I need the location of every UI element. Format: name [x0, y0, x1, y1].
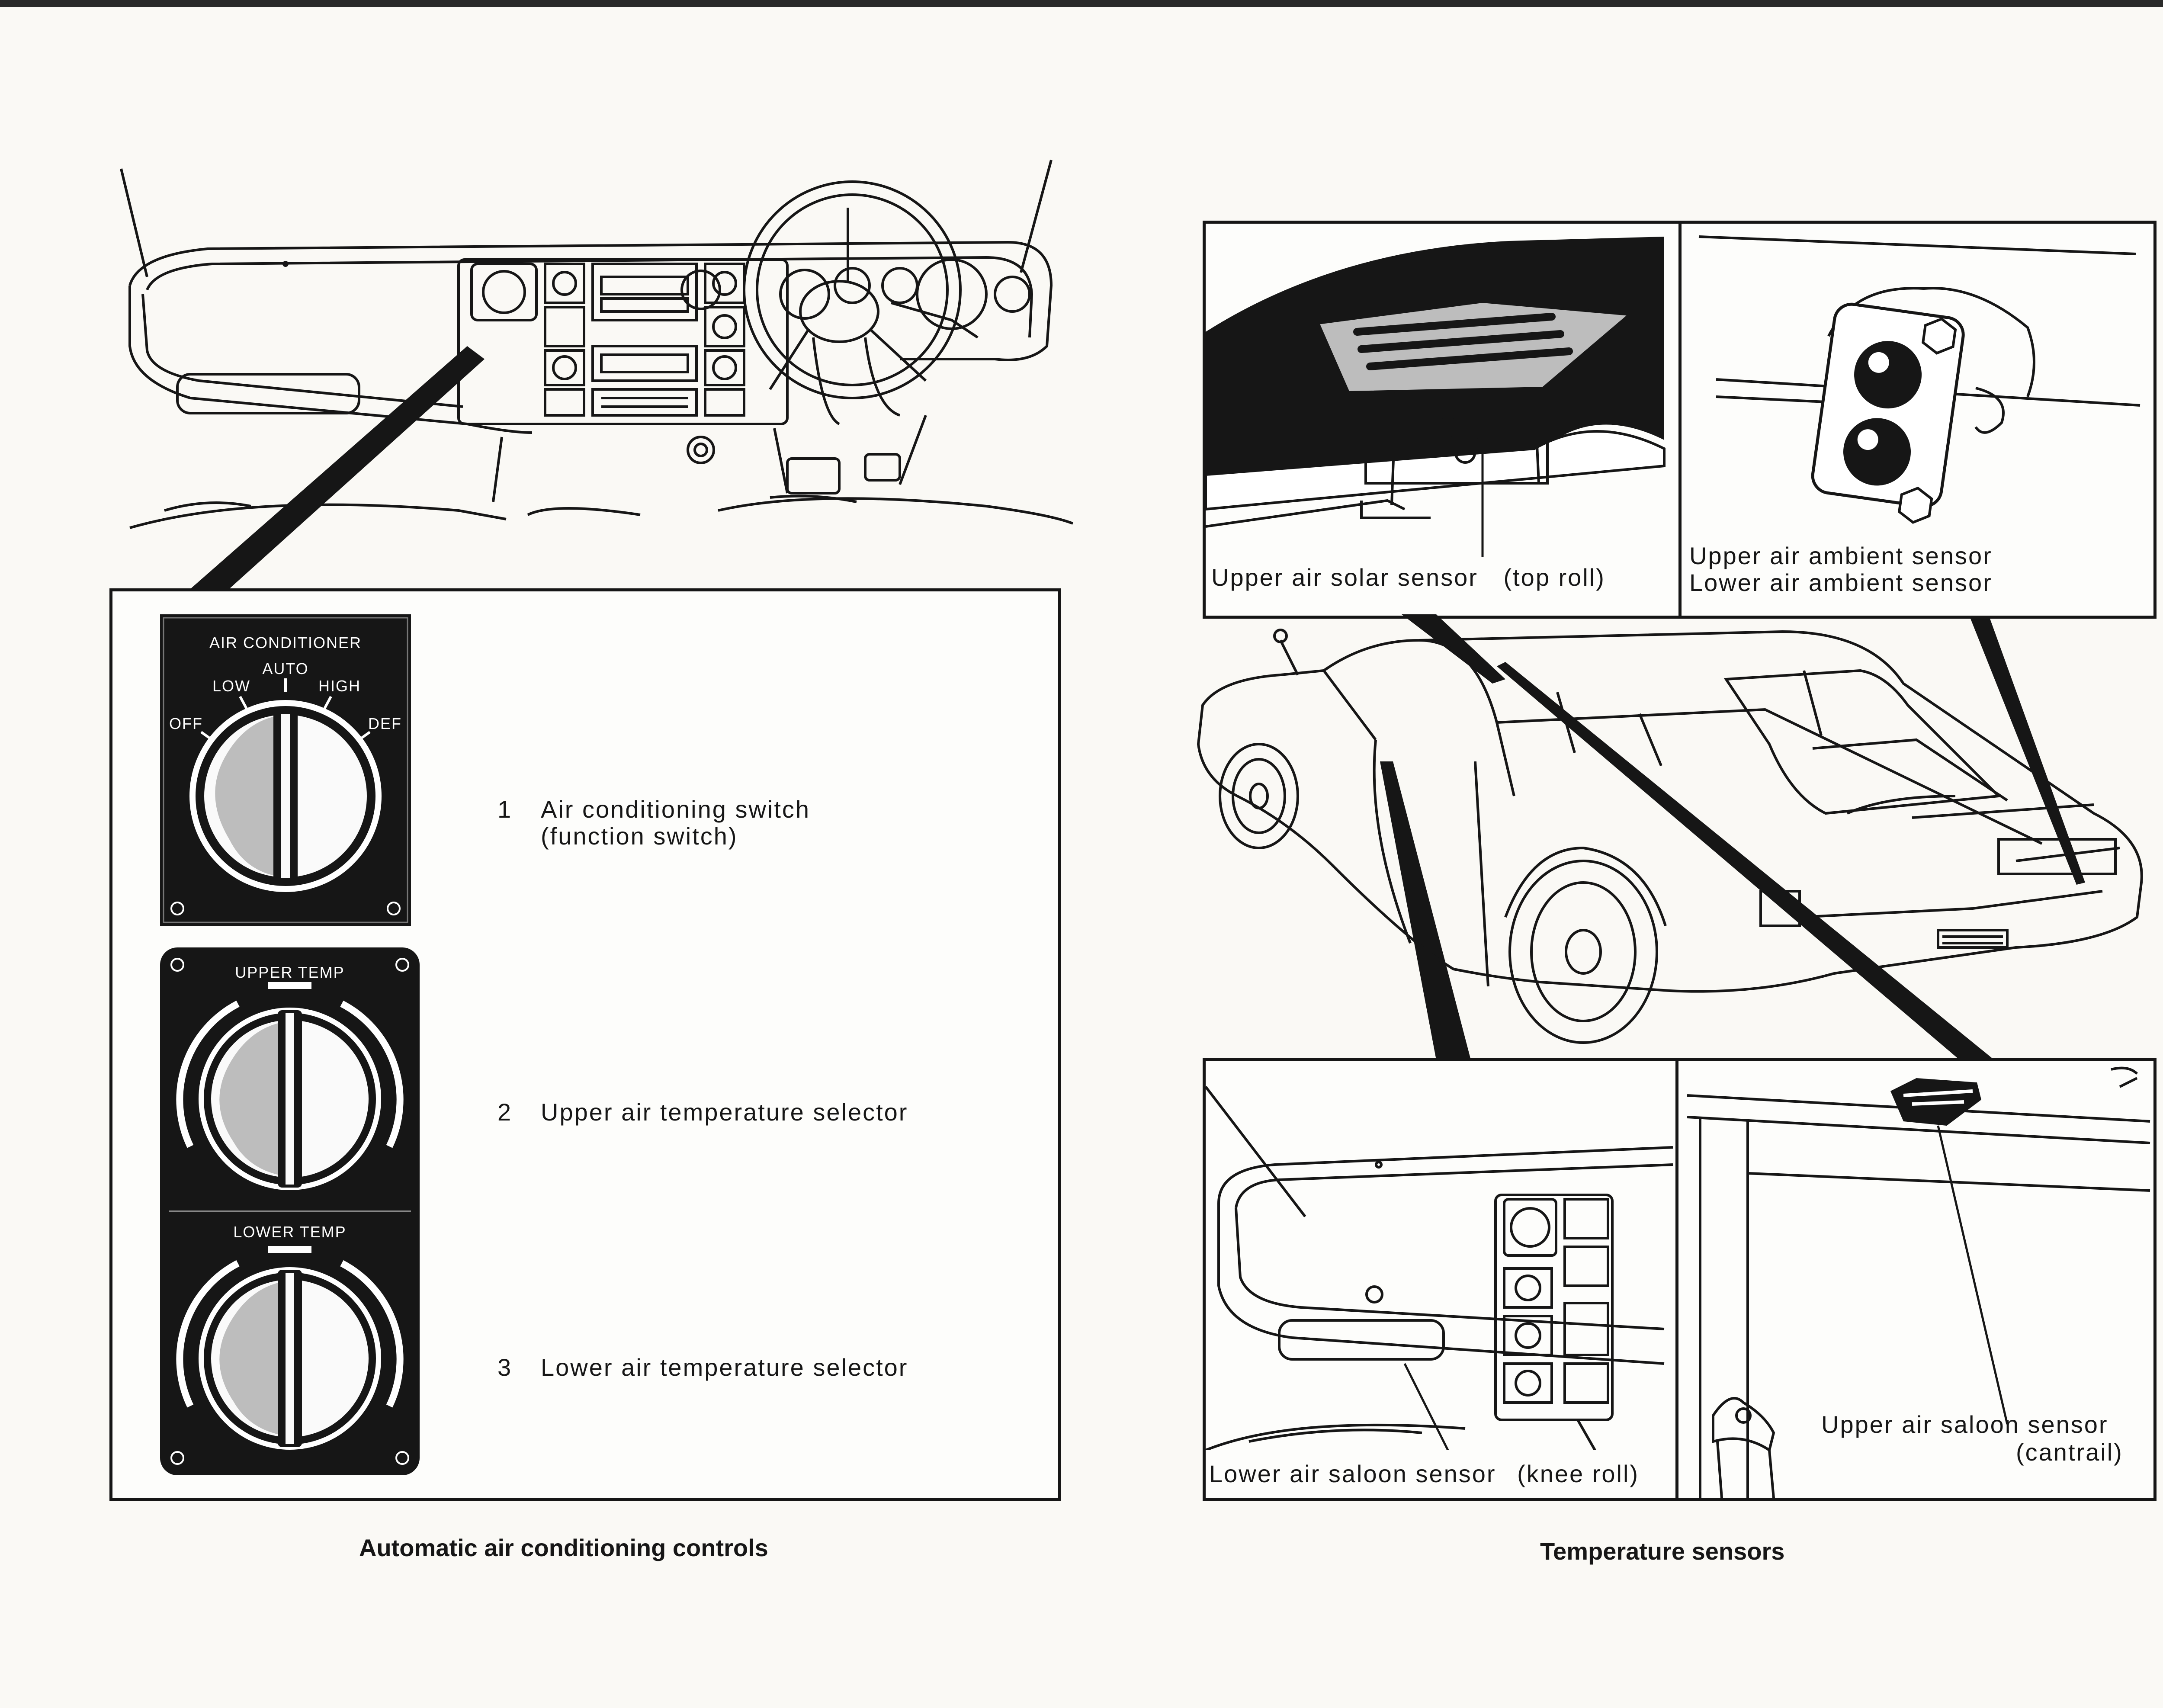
solar-sensor-label: Upper air solar sensor (top roll)	[1211, 564, 1605, 591]
upper-saloon-sensor-label: Upper air saloon sensor	[1821, 1411, 2108, 1438]
ac-position-def: DEF	[368, 715, 402, 732]
temperature-plate: UPPER TEMP LOWER TEMP	[160, 947, 420, 1475]
item-1-line1: Air conditioning switch	[541, 796, 811, 823]
ac-position-off: OFF	[169, 715, 203, 732]
lower-saloon-sensor-location: (knee roll)	[1517, 1460, 1640, 1487]
lower-saloon-sensor-name: Lower air saloon sensor	[1209, 1460, 1496, 1487]
item-3-label: 3 Lower air temperature selector	[497, 1354, 908, 1381]
upper-temp-title: UPPER TEMP	[235, 963, 344, 981]
ac-position-high: HIGH	[318, 677, 361, 695]
item-1-sublabel: (function switch)	[541, 823, 738, 850]
ambient-sensor-label-1: Upper air ambient sensor	[1689, 542, 1993, 569]
lower-temp-title: LOWER TEMP	[233, 1223, 346, 1241]
air-conditioner-plate: AIR CONDITIONER OFF LOW AUTO HIGH DEF	[160, 614, 411, 926]
upper-saloon-sensor-location: (cantrail)	[2016, 1438, 2123, 1466]
item-1-number: 1	[497, 796, 513, 823]
item-1-label: 1 Air conditioning switch	[497, 796, 810, 823]
ac-position-low: LOW	[212, 677, 250, 695]
upper-saloon-sensor-illustration	[1687, 1066, 2150, 1498]
lower-saloon-sensor-label: Lower air saloon sensor (knee roll)	[1209, 1461, 1639, 1487]
item-2-label: 2 Upper air temperature selector	[497, 1099, 908, 1126]
item-3-line1: Lower air temperature selector	[541, 1354, 908, 1381]
upper-saloon-sensor-frame	[1675, 1058, 2157, 1501]
scan-top-edge	[0, 0, 2163, 7]
lower-saloon-sensor-illustration	[1206, 1086, 1673, 1450]
item-2-number: 2	[497, 1098, 513, 1126]
solar-sensor-illustration	[1206, 237, 1666, 557]
solar-sensor-name: Upper air solar sensor	[1211, 564, 1478, 591]
ac-plate-title: AIR CONDITIONER	[209, 634, 362, 652]
dashboard-illustration	[120, 160, 1074, 593]
item-3-number: 3	[497, 1354, 513, 1381]
item-2-line1: Upper air temperature selector	[541, 1098, 908, 1126]
left-caption: Automatic air conditioning controls	[359, 1534, 768, 1561]
item-1-line2: (function switch)	[541, 822, 738, 850]
ambient-sensor-illustration	[1698, 235, 2141, 524]
right-caption: Temperature sensors	[1540, 1538, 1785, 1565]
ac-position-auto: AUTO	[262, 660, 308, 677]
car-illustration	[1197, 614, 2143, 1060]
ambient-sensor-label-2: Lower air ambient sensor	[1689, 569, 1993, 596]
solar-sensor-location: (top roll)	[1503, 564, 1605, 591]
